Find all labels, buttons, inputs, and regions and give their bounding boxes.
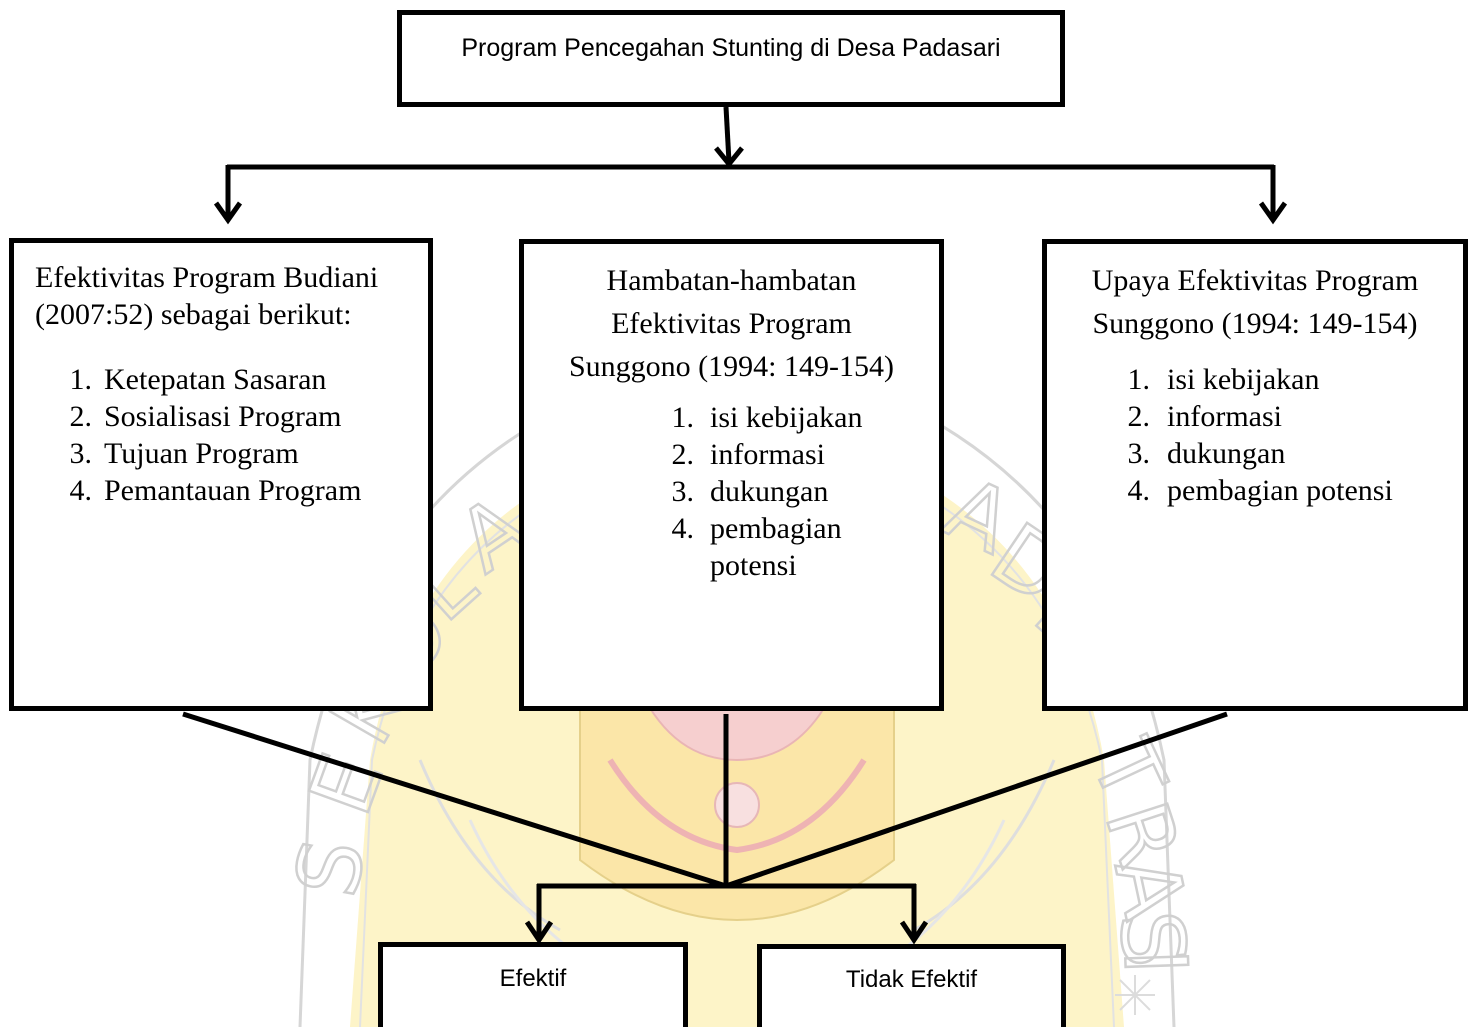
- list-text: dukungan: [710, 475, 829, 508]
- list-number: 4.: [1127, 474, 1151, 507]
- list-number: 4.: [69, 474, 93, 507]
- list-number: 1.: [1127, 363, 1151, 396]
- program-title: Program Pencegahan Stunting di Desa Pada…: [461, 34, 1001, 62]
- list-text: isi kebijakan: [710, 401, 863, 434]
- svg-text:I: I: [1104, 947, 1205, 976]
- list-number: 2.: [1127, 400, 1151, 433]
- connector-top-down: [723, 106, 732, 163]
- tidak-efektif-label: Tidak Efektif: [845, 966, 978, 993]
- arrowhead-top: [714, 146, 744, 168]
- list-number: 2.: [671, 438, 695, 471]
- list-item: 1. Ketepatan Sasaran: [45, 361, 418, 398]
- hambatan-list: 1. isi kebijakan 2. informasi 3. dukungan 4…: [641, 399, 939, 584]
- list-number: 1.: [69, 363, 93, 396]
- upaya-heading: Upaya Efektivitas Program Sunggono (1994…: [1047, 259, 1463, 345]
- connector-right-converge: [725, 711, 1228, 889]
- list-text: informasi: [1167, 400, 1282, 433]
- efektif-label: Efektif: [499, 965, 567, 992]
- efektif-box: Efektif: [378, 942, 688, 1027]
- hambatan-heading-line3: Sunggono (1994: 149-154): [569, 350, 894, 383]
- list-text: Sosialisasi Program: [104, 400, 342, 433]
- connector-left-converge: [182, 711, 727, 889]
- efektivitas-list: 1. Ketepatan Sasaran 2. Sosialisasi Progra…: [45, 361, 418, 509]
- list-text: pembagian potensi: [1167, 474, 1393, 507]
- list-number: 4.: [671, 512, 695, 545]
- list-item: 3. dukungan: [641, 473, 939, 510]
- list-item: 2. Sosialisasi Program: [45, 398, 418, 435]
- list-text: pembagian potensi: [710, 512, 842, 582]
- list-number: 3.: [1127, 437, 1151, 470]
- upaya-list: 1. isi kebijakan 2. informasi 3. dukungan 4…: [1098, 361, 1463, 509]
- program-title-box: Program Pencegahan Stunting di Desa Pada…: [397, 10, 1065, 107]
- list-number: 3.: [671, 475, 695, 508]
- hambatan-heading-line1: Hambatan-hambatan: [606, 264, 857, 297]
- list-item: 2. informasi: [641, 436, 939, 473]
- arrowhead-left: [213, 201, 243, 225]
- upaya-heading-line1: Upaya Efektivitas Program: [1091, 264, 1419, 297]
- upaya-heading-line2: Sunggono (1994: 149-154): [1092, 307, 1418, 340]
- list-text: informasi: [710, 438, 825, 471]
- efektivitas-heading-line2: (2007:52) sebagai berikut:: [35, 298, 352, 331]
- list-item: 3. Tujuan Program: [45, 435, 418, 472]
- efektivitas-heading-line1: Efektivitas Program Budiani: [35, 261, 379, 294]
- list-item: 4. pembagian potensi: [1098, 472, 1463, 509]
- list-item: 1. isi kebijakan: [1098, 361, 1463, 398]
- efektivitas-heading: Efektivitas Program Budiani (2007:52) se…: [35, 259, 418, 333]
- list-item: 1. isi kebijakan: [641, 399, 939, 436]
- list-text: Pemantauan Program: [104, 474, 362, 507]
- list-item: 3. dukungan: [1098, 435, 1463, 472]
- list-text: isi kebijakan: [1167, 363, 1320, 396]
- list-text: dukungan: [1167, 437, 1286, 470]
- arrowhead-right: [1258, 201, 1288, 225]
- efektivitas-box: Efektivitas Program Budiani (2007:52) se…: [9, 238, 433, 711]
- list-text: Tujuan Program: [104, 437, 299, 470]
- list-item: 4. pembagian potensi: [641, 510, 939, 584]
- arrowhead-efektif: [524, 920, 554, 945]
- list-number: 3.: [69, 437, 93, 470]
- list-text: Ketepatan Sasaran: [104, 363, 327, 396]
- list-item: 4. Pemantauan Program: [45, 472, 418, 509]
- svg-text:S: S: [1099, 907, 1204, 972]
- arrowhead-tidak-efektif: [899, 920, 929, 945]
- hambatan-heading-line2: Efektivitas Program: [611, 307, 852, 340]
- upaya-box: Upaya Efektivitas Program Sunggono (1994…: [1042, 239, 1468, 711]
- list-number: 2.: [69, 400, 93, 433]
- hambatan-box: Hambatan-hambatan Efektivitas Program Su…: [519, 239, 944, 711]
- tidak-efektif-box: Tidak Efektif: [757, 944, 1066, 1027]
- list-item: 2. informasi: [1098, 398, 1463, 435]
- hambatan-heading: Hambatan-hambatan Efektivitas Program Su…: [524, 259, 939, 388]
- list-number: 1.: [671, 401, 695, 434]
